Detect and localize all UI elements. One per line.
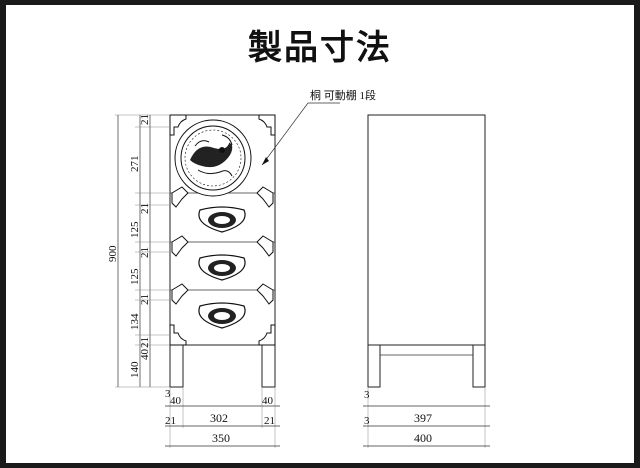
- side-leg-right: [472, 344, 486, 388]
- vertical-dim-labels: 21 271 21 125 21 125 21 134 21 40 140 90…: [107, 114, 151, 378]
- side-dim-3: 3: [364, 415, 370, 427]
- front-bottom-dimensions: [165, 387, 280, 448]
- front-dim-40-left: 40: [170, 395, 182, 407]
- page-title: 製品寸法: [248, 28, 392, 68]
- front-dim-40-right: 40: [262, 395, 274, 407]
- dim-21-c: 21: [139, 247, 151, 258]
- side-dim-397: 397: [414, 411, 432, 425]
- dim-125-a: 125: [129, 221, 141, 238]
- side-body: [367, 114, 486, 346]
- drawer-pull-1: [198, 206, 246, 233]
- drawing-panel: [6, 5, 634, 463]
- door-ornament: [174, 119, 252, 197]
- side-leg-left: [367, 344, 381, 388]
- annotation-leader: [261, 102, 340, 166]
- dim-134: 134: [129, 313, 141, 330]
- side-dim-3-top: 3: [364, 389, 370, 401]
- front-view: [169, 114, 276, 388]
- vertical-dimensions: [115, 114, 170, 388]
- front-dim-302: 302: [210, 411, 228, 425]
- annotation-text: 桐 可動棚 1段: [310, 88, 376, 102]
- corner-fittings: [169, 114, 276, 346]
- drawer-pull-3: [198, 302, 246, 329]
- front-dim-21-right: 21: [264, 415, 275, 427]
- dim-21-d: 21: [139, 294, 151, 305]
- front-leg-right: [261, 344, 276, 388]
- front-dim-350: 350: [212, 431, 230, 445]
- side-dim-400: 400: [414, 431, 432, 445]
- dim-271: 271: [129, 156, 141, 173]
- dim-21-e: 21: [139, 337, 151, 348]
- dim-900: 900: [107, 245, 119, 262]
- dim-21-b: 21: [139, 203, 151, 214]
- dim-21-a: 21: [139, 114, 151, 125]
- dim-40: 40: [139, 349, 151, 361]
- front-dim-3: 3: [165, 388, 171, 400]
- side-bottom-dimensions: [363, 387, 490, 448]
- side-view: [367, 114, 486, 388]
- front-dim-21-left: 21: [165, 415, 176, 427]
- drawer-pull-2: [198, 254, 246, 281]
- dim-140: 140: [129, 361, 141, 378]
- front-leg-left: [169, 344, 184, 388]
- dim-125-b: 125: [129, 268, 141, 285]
